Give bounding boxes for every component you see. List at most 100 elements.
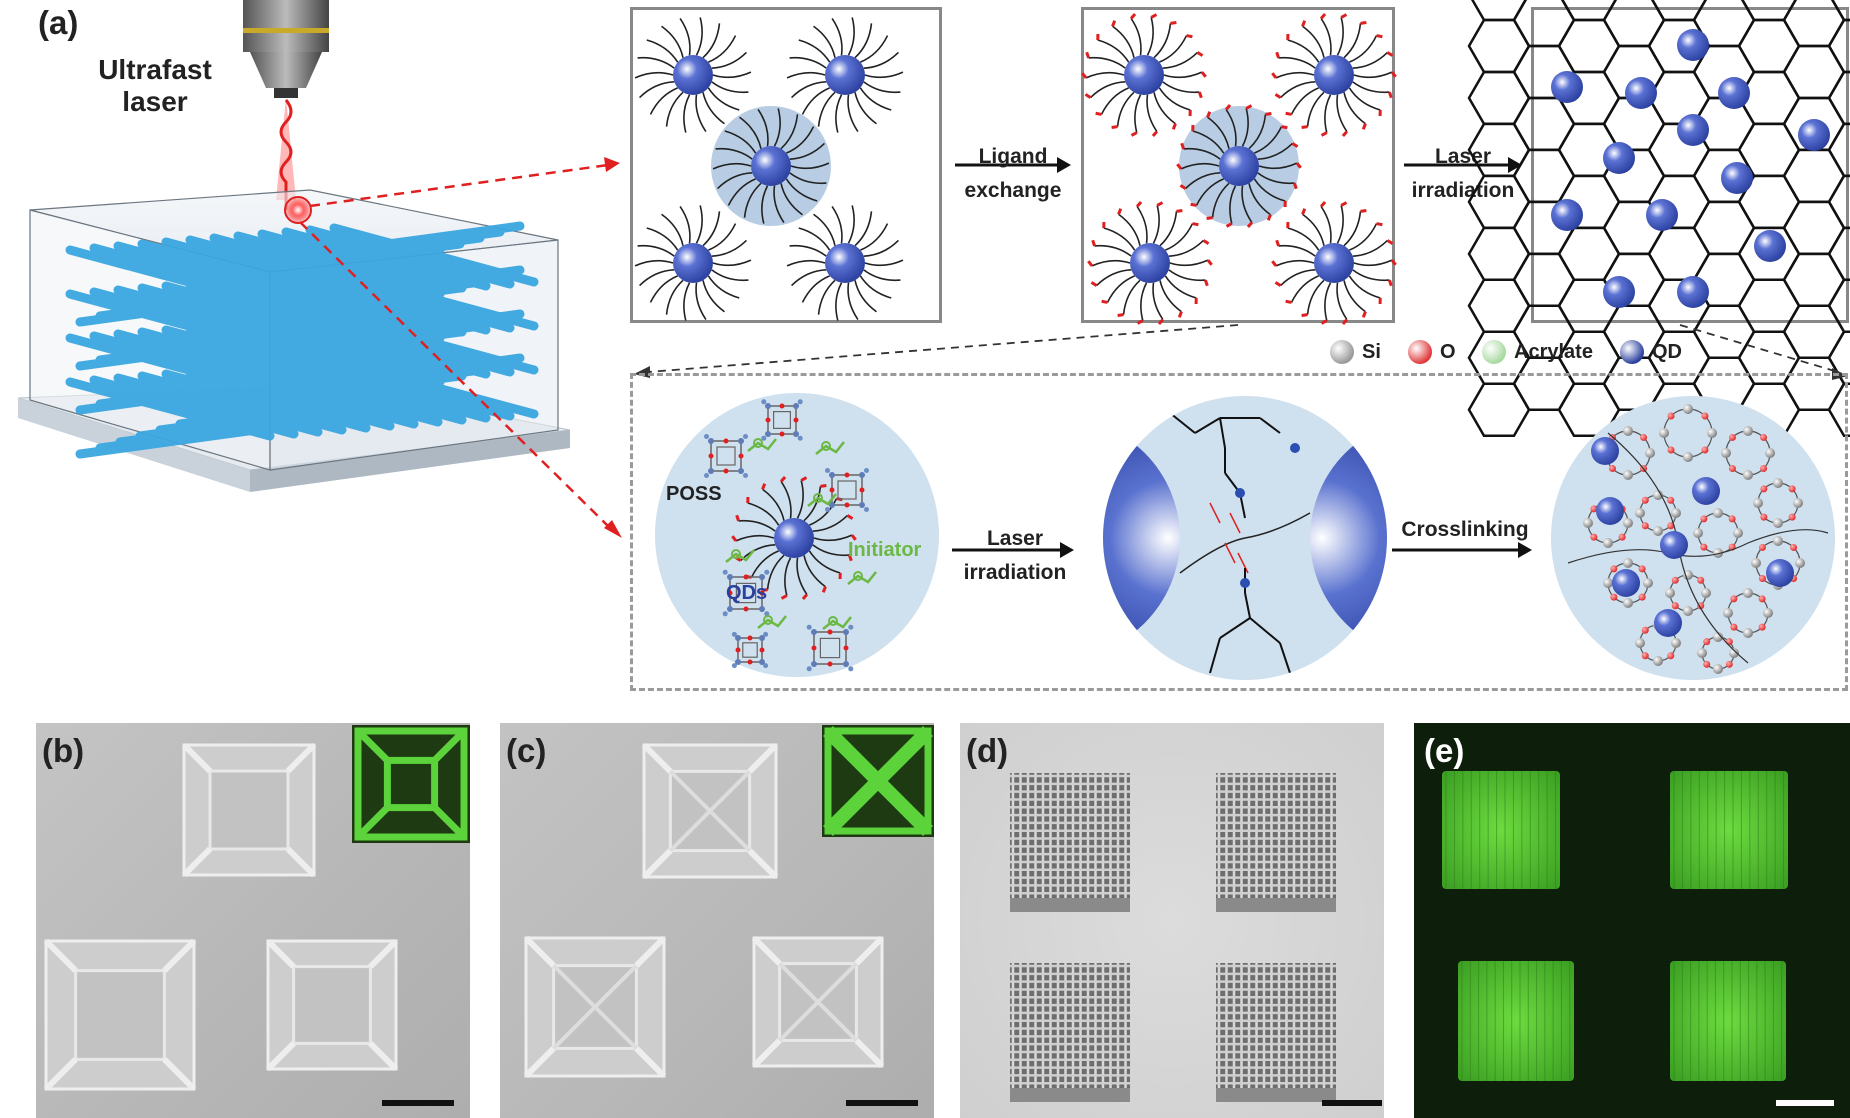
quantum-dot-icon <box>712 108 830 224</box>
pyramid-structure <box>641 742 779 880</box>
quantum-dot-icon <box>1271 12 1397 138</box>
quantum-dot-icon <box>634 17 752 133</box>
poss-label: POSS <box>666 483 722 505</box>
quantum-dot-icon <box>1677 114 1709 146</box>
quantum-dot-icon <box>1798 119 1830 151</box>
pyramid-structure <box>181 742 317 878</box>
poss-cage-icon <box>806 624 854 672</box>
pyramid-structure <box>523 935 667 1079</box>
exchanged-ligand-qd-box <box>1081 7 1397 326</box>
laser-irradiation-label-bottom: Laser irradiation <box>963 527 1067 584</box>
poss-cage-icon <box>761 399 803 441</box>
poss-cage-icon <box>731 631 769 669</box>
fluorescence-inset-c <box>822 725 934 837</box>
quantum-dot-icon <box>1754 230 1786 262</box>
laser-beam <box>276 98 296 210</box>
sem-image-d <box>960 723 1384 1118</box>
fluorescent-cube <box>1458 961 1574 1081</box>
sem-image-b <box>36 723 470 1118</box>
fluorescent-cube <box>1442 771 1560 889</box>
qds-label: QDs <box>726 582 768 604</box>
quantum-dot-icon <box>786 17 904 133</box>
woodpile-lattice <box>65 221 539 459</box>
woodpile-cube <box>1216 773 1336 912</box>
quantum-dot-icon <box>1596 497 1624 525</box>
quantum-dot-icon <box>1591 437 1619 465</box>
exchanged-qd-illustration <box>1081 12 1397 326</box>
poss-cage-icon <box>825 468 869 512</box>
woodpile-cube <box>1010 963 1130 1102</box>
initiator-molecule-icon <box>847 571 877 585</box>
quantum-dot-icon <box>1766 559 1794 587</box>
quantum-dot-icon <box>1551 71 1583 103</box>
initiator-molecule-icon <box>725 549 755 563</box>
quantum-dot-icon <box>1654 609 1682 637</box>
woodpile-cube <box>1216 963 1336 1102</box>
quantum-dot-icon <box>1081 12 1207 138</box>
quantum-dot-icon <box>786 205 904 321</box>
initiator-molecule-icon <box>807 493 837 507</box>
scale-bar-b <box>382 1100 454 1106</box>
crosslinked-circle <box>1551 396 1835 680</box>
ligand-exchange-arrow <box>955 157 1071 173</box>
quantum-dot-icon <box>1087 200 1213 326</box>
quantum-dot-icon <box>1646 199 1678 231</box>
legend: Si O Acrylate QD <box>1330 337 1850 369</box>
initiator-molecule-icon <box>815 441 845 455</box>
legend-item-qd: QD <box>1620 337 1682 367</box>
pyramid-structure <box>751 935 885 1069</box>
objective-lens-icon <box>243 0 329 98</box>
legend-item-acrylate: Acrylate <box>1482 337 1593 367</box>
quantum-dot-icon <box>1718 77 1750 109</box>
quantum-dot-icon <box>1612 569 1640 597</box>
legend-label: O <box>1440 340 1456 363</box>
reaction-circle <box>1103 396 1387 680</box>
quantum-dot-icon <box>1176 103 1302 229</box>
initiator-label: Initiator <box>848 539 922 561</box>
poss-cage-icon <box>722 569 770 617</box>
pyramid-structure <box>265 938 399 1072</box>
scale-bar-e <box>1776 1100 1834 1106</box>
quantum-dot-icon <box>1692 477 1720 505</box>
legend-label: Si <box>1362 340 1381 363</box>
panel-label-e: (e) <box>1424 732 1465 769</box>
panel-label-c: (c) <box>506 732 547 769</box>
qd-network-box <box>1467 0 1850 437</box>
crosslinking-arrow <box>1392 542 1532 558</box>
poss-cage-icon <box>704 434 748 478</box>
panel-label-d: (d) <box>966 732 1009 769</box>
initiator-molecule-icon <box>757 615 787 629</box>
quantum-dot-icon <box>1677 29 1709 61</box>
quantum-dot-icon <box>634 205 752 321</box>
legend-label: QD <box>1652 340 1682 363</box>
legend-swatch-icon <box>1620 340 1644 364</box>
quantum-dot-icon <box>1551 199 1583 231</box>
zoom-connectors <box>634 324 1848 380</box>
fluorescence-inset-b <box>352 725 470 843</box>
quantum-dot-icon <box>1660 531 1688 559</box>
ligand-exchange-label: Ligand exchange <box>964 145 1062 202</box>
mixture-circle <box>655 393 939 677</box>
laser-irradiation-arrow-bottom <box>952 542 1074 558</box>
quantum-dot-icon <box>1677 276 1709 308</box>
scale-bar-d <box>1322 1100 1382 1106</box>
initiator-molecule-icon <box>822 616 852 630</box>
quantum-dot-icon <box>1625 77 1657 109</box>
fluorescence-image-e <box>1414 723 1850 1118</box>
hexagonal-network-illustration <box>1467 0 1850 437</box>
mechanism-dashed-box <box>630 373 1848 691</box>
printing-schematic <box>17 0 622 538</box>
scale-bar-c <box>846 1100 918 1106</box>
quantum-dot-icon <box>1603 142 1635 174</box>
quantum-dot-icon <box>1603 276 1635 308</box>
fluorescent-cube <box>1670 961 1786 1081</box>
pyramid-structure <box>43 938 197 1092</box>
native-ligand-qd-box <box>630 7 942 323</box>
quantum-dot-icon <box>1721 162 1753 194</box>
laser-irradiation-arrow-top <box>1404 157 1522 173</box>
quantum-dot-icon <box>1271 200 1397 326</box>
legend-swatch-icon <box>1408 340 1432 364</box>
panel-label-a: (a) <box>38 4 79 41</box>
laser-label: Ultrafast laser <box>98 54 212 118</box>
fluorescent-cube <box>1670 771 1788 889</box>
